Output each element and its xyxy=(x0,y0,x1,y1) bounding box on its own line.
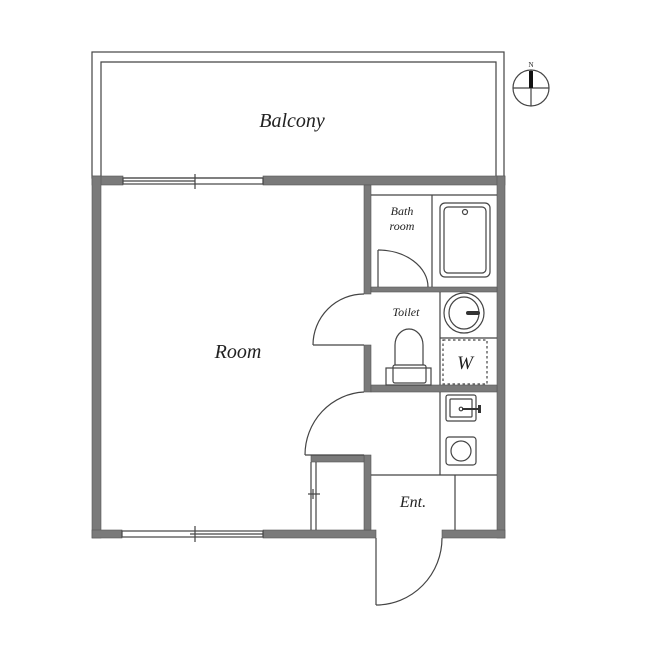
label-balcony: Balcony xyxy=(259,110,325,132)
door-entrance xyxy=(375,537,443,606)
outer-walls xyxy=(91,175,506,539)
stove-icon xyxy=(445,436,477,466)
kitchen-sink-icon xyxy=(445,394,481,422)
closet xyxy=(308,462,320,530)
toilet-icon xyxy=(385,328,432,386)
label-room: Room xyxy=(214,341,262,363)
bathtub-icon xyxy=(439,202,491,278)
label-entrance: Ent. xyxy=(399,494,426,511)
door-toilet xyxy=(312,293,365,346)
label-bathroom-2: room xyxy=(390,219,415,233)
label-toilet: Toilet xyxy=(393,305,421,319)
wash-basin-icon xyxy=(443,292,485,334)
label-bathroom-1: Bath xyxy=(391,204,414,218)
interior-walls xyxy=(310,184,498,531)
north-label: N xyxy=(528,61,533,69)
washer-space xyxy=(442,339,488,385)
north-arrow-icon: N xyxy=(512,61,550,107)
door-bathroom xyxy=(377,249,429,288)
window-top xyxy=(122,174,264,189)
label-washer: W xyxy=(457,353,475,374)
window-bottom xyxy=(121,526,264,542)
door-hall xyxy=(304,391,365,456)
